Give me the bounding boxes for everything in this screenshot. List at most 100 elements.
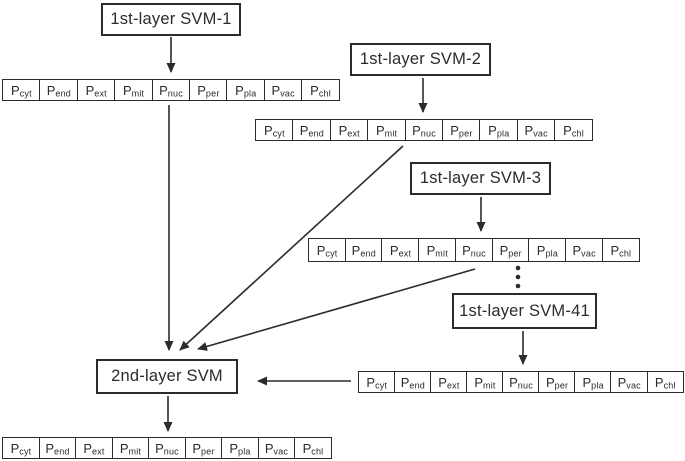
p-subscript: per: [554, 380, 569, 390]
vertical-ellipsis-icon: [515, 265, 521, 289]
node-label: 1st-layer SVM-1: [110, 10, 232, 28]
p-subscript: end: [409, 380, 425, 390]
p-symbol: P: [302, 440, 312, 456]
p-subscript: cyt: [19, 88, 32, 98]
p-subscript: pla: [496, 128, 510, 138]
p-symbol: P: [474, 374, 483, 390]
node-1st-layer-svm-3: 1st-layer SVM-3: [410, 162, 551, 195]
p-subscript: mit: [483, 380, 496, 390]
p-subscript: chl: [663, 380, 676, 390]
arrow-vector3-to-2nd-layer: [197, 268, 476, 351]
p-symbol: P: [229, 440, 239, 456]
p-symbol: P: [582, 374, 592, 390]
p-subscript: nuc: [420, 128, 436, 138]
p-subscript: mit: [435, 248, 448, 258]
p-subscript: mit: [128, 446, 142, 456]
p-symbol: P: [545, 374, 555, 390]
p-symbol: P: [412, 122, 421, 138]
p-symbol: P: [389, 242, 399, 258]
p-subscript: chl: [311, 446, 324, 456]
p-subscript: end: [360, 248, 376, 258]
p-subscript: chl: [318, 88, 331, 98]
p-symbol: P: [400, 374, 410, 390]
p-symbol: P: [299, 122, 309, 138]
p-symbol: P: [462, 242, 471, 258]
p-subscript: ext: [92, 446, 105, 456]
p-subscript: ext: [398, 248, 412, 258]
p-symbol: P: [654, 374, 664, 390]
p-subscript: per: [205, 88, 220, 98]
p-subscript: chl: [619, 248, 632, 258]
p-subscript: nuc: [517, 380, 533, 390]
p-subscript: per: [508, 248, 522, 258]
p-subscript: nuc: [167, 88, 183, 98]
p-symbol: P: [509, 374, 518, 390]
p-symbol: P: [119, 440, 129, 456]
node-1st-layer-svm-41: 1st-layer SVM-41: [452, 293, 597, 329]
p-subscript: pla: [243, 88, 257, 98]
p-symbol: P: [264, 122, 273, 138]
p-subscript: pla: [545, 248, 559, 258]
p-symbol: P: [197, 82, 206, 98]
p-symbol: P: [524, 122, 534, 138]
p-subscript: vac: [533, 128, 548, 138]
p-subscript: pla: [591, 380, 604, 390]
p-symbol: P: [450, 122, 459, 138]
p-symbol: P: [366, 374, 376, 390]
p-symbol: P: [351, 242, 361, 258]
p-symbol: P: [316, 242, 326, 258]
p-subscript: ext: [347, 128, 360, 138]
p-subscript: vac: [626, 380, 641, 390]
p-subscript: end: [54, 446, 70, 456]
p-subscript: per: [201, 446, 215, 456]
node-label: 1st-layer SVM-2: [359, 50, 482, 68]
